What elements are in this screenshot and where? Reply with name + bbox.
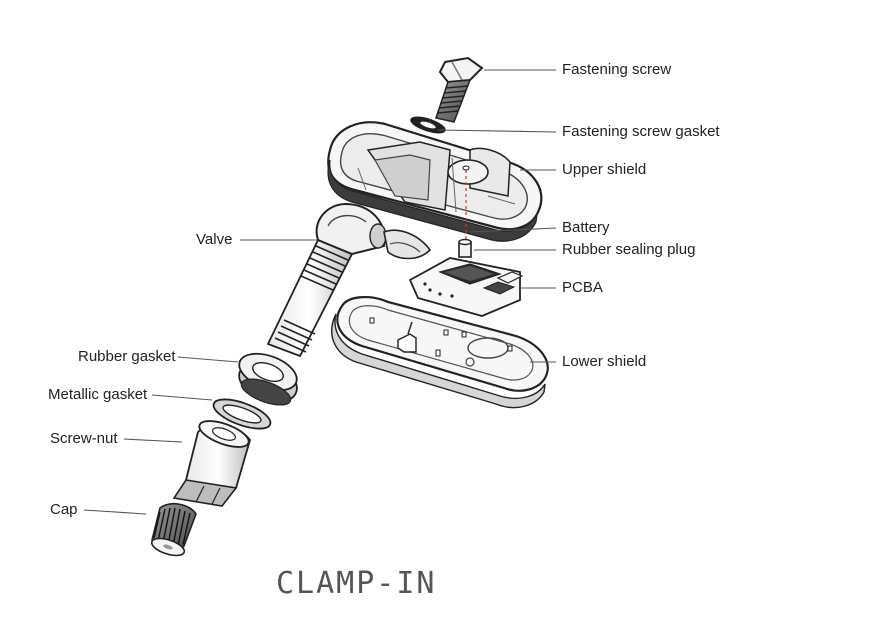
metallic-gasket — [212, 398, 272, 430]
label-valve: Valve — [196, 231, 233, 248]
label-fastening-screw-gasket: Fastening screw gasket — [562, 123, 720, 140]
leader-cap — [83, 509, 147, 515]
label-lower-shield: Lower shield — [562, 353, 647, 370]
diagram-caption: CLAMP-IN — [276, 566, 437, 601]
label-pcba: PCBA — [562, 279, 603, 296]
label-metallic-gasket: Metallic gasket — [48, 386, 148, 403]
leader-rubber-gasket — [177, 356, 239, 363]
label-upper-shield: Upper shield — [562, 161, 647, 178]
rubber-gasket — [238, 352, 298, 406]
cap — [150, 502, 197, 557]
leader-battery — [469, 227, 557, 233]
lower-shield — [331, 296, 549, 409]
label-battery: Battery — [562, 219, 610, 236]
leader-lines — [83, 69, 557, 515]
valve — [266, 202, 432, 358]
fastening-screw — [435, 56, 484, 123]
rubber-sealing-plug — [458, 238, 472, 258]
label-cap: Cap — [50, 501, 78, 518]
label-rubber-sealing-plug: Rubber sealing plug — [562, 241, 696, 258]
label-rubber-gasket: Rubber gasket — [78, 348, 176, 365]
upper-shield — [327, 121, 543, 242]
label-fastening-screw: Fastening screw — [562, 61, 672, 78]
label-screw-nut: Screw-nut — [50, 430, 118, 447]
leader-fastening-screw-gasket — [437, 129, 557, 133]
screw-nut — [172, 420, 251, 507]
leader-metallic-gasket — [151, 394, 213, 401]
leader-screw-nut — [123, 438, 183, 443]
pcba — [408, 257, 524, 317]
